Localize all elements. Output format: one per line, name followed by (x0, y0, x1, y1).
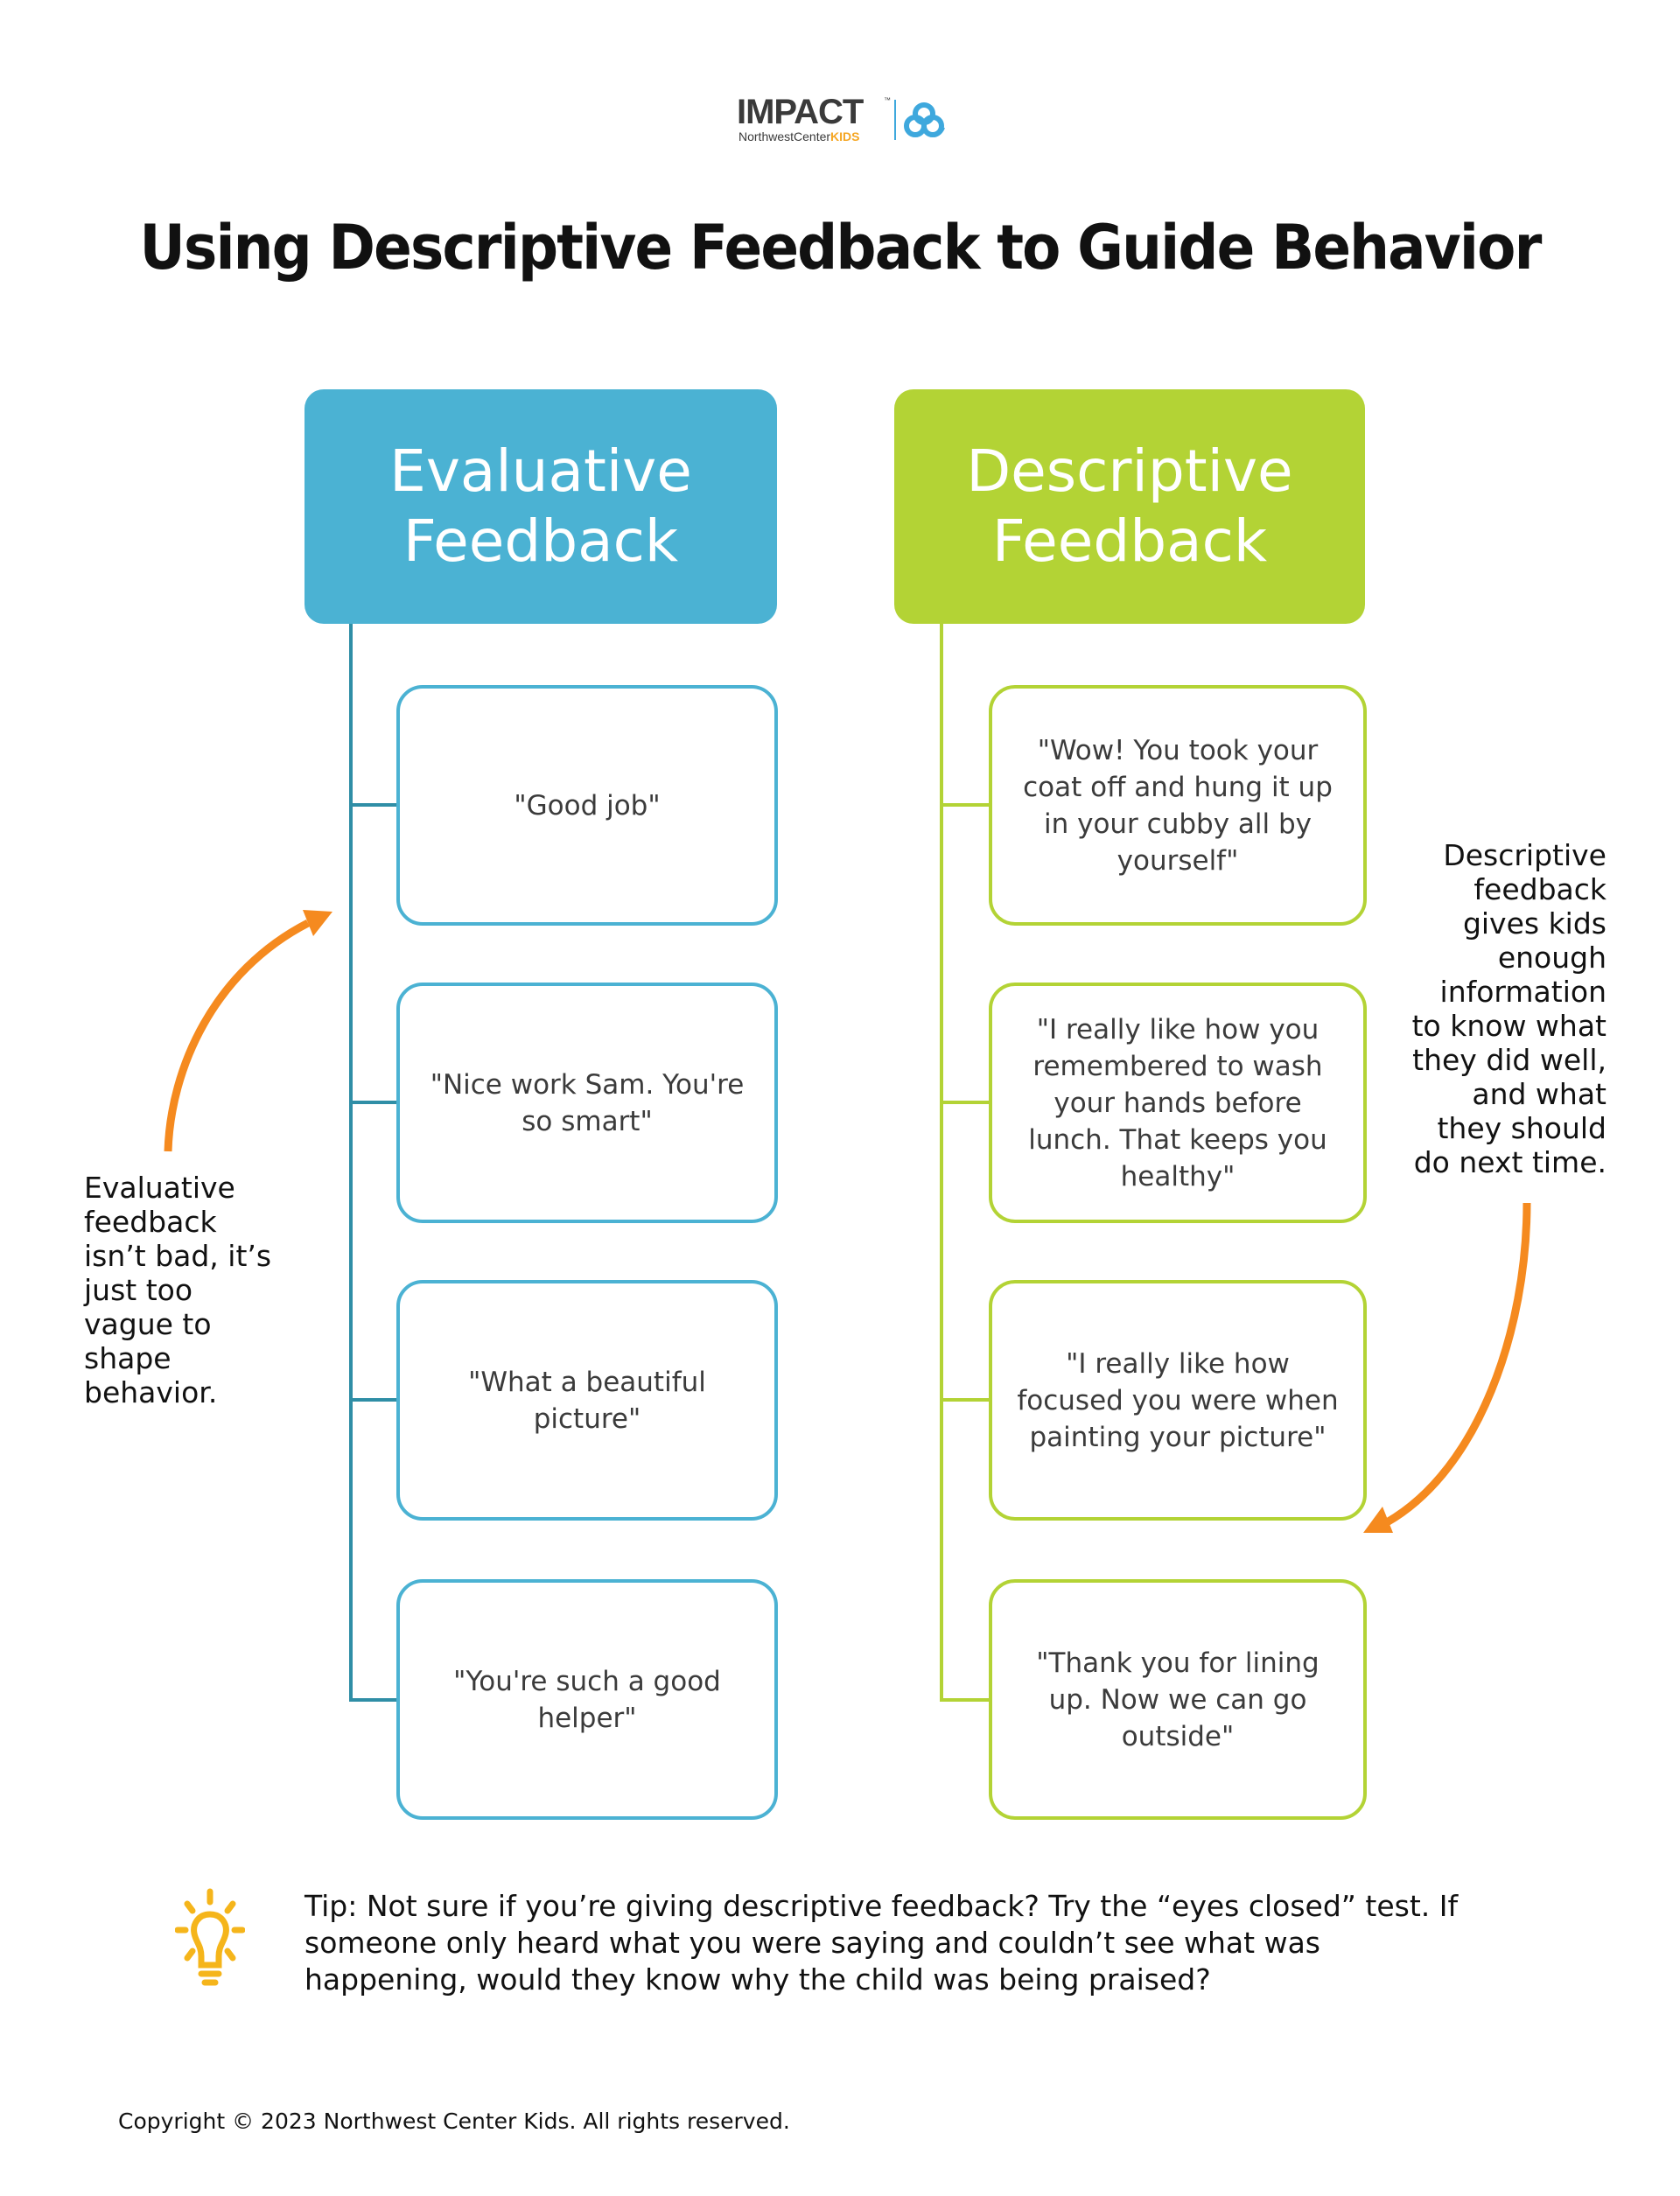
evaluative-example-card: "You're such a good helper" (396, 1579, 778, 1820)
logo-mark-icon (904, 102, 945, 137)
right-arrow-curve (1384, 1202, 1531, 1526)
evaluative-connector-tree (349, 624, 398, 1702)
left-arrow-head (303, 910, 332, 936)
evaluative-header-label: Evaluative Feedback (389, 437, 692, 575)
example-text: "I really like how you remembered to was… (1028, 1013, 1327, 1192)
example-text: "Wow! You took your coat off and hung it… (1023, 734, 1333, 877)
example-text: "You're such a good helper" (453, 1665, 721, 1734)
descriptive-header-label: Descriptive Feedback (966, 437, 1293, 575)
copyright-notice: Copyright © 2023 Northwest Center Kids. … (118, 2109, 790, 2134)
evaluative-example-card: "Nice work Sam. You're so smart" (396, 983, 778, 1223)
right-arrow-head (1363, 1507, 1393, 1533)
descriptive-connector-tree (940, 624, 990, 1702)
logo-org-name: NorthwestCenterKIDS (738, 129, 860, 143)
example-text: "Thank you for lining up. Now we can go … (1036, 1647, 1320, 1752)
tip-text: Tip: Not sure if you’re giving descripti… (304, 1889, 1459, 1997)
logo-trademark: ™ (884, 96, 891, 104)
descriptive-example-card: "I really like how focused you were when… (989, 1280, 1367, 1521)
example-text: "I really like how focused you were when… (1017, 1347, 1339, 1453)
logo-org-suffix: KIDS (830, 129, 860, 143)
descriptive-feedback-header: Descriptive Feedback (894, 389, 1365, 624)
left-arrow-curve (164, 919, 311, 1152)
logo-wordmark: IMPACT (737, 93, 864, 131)
impact-logo: IMPACT ™ NorthwestCenterKIDS (737, 94, 947, 147)
evaluative-example-card: "Good job" (396, 685, 778, 926)
example-text: "What a beautiful picture" (468, 1366, 706, 1435)
evaluative-feedback-header: Evaluative Feedback (304, 389, 777, 624)
lightbulb-icon (175, 1888, 245, 1986)
left-annotation-arrow (164, 910, 332, 1152)
logo-org-prefix: NorthwestCenter (738, 129, 831, 143)
example-text: "Good job" (514, 789, 661, 822)
example-text: "Nice work Sam. You're so smart" (430, 1068, 745, 1137)
descriptive-example-card: "Thank you for lining up. Now we can go … (989, 1579, 1367, 1820)
descriptive-example-card: "I really like how you remembered to was… (989, 983, 1367, 1223)
page-title: Using Descriptive Feedback to Guide Beha… (139, 212, 1542, 283)
descriptive-annotation: Descriptive feedback gives kids enough i… (1411, 838, 1606, 1179)
right-annotation-arrow (1363, 1202, 1531, 1533)
evaluative-example-card: "What a beautiful picture" (396, 1280, 778, 1521)
logo-divider (894, 100, 896, 140)
descriptive-example-card: "Wow! You took your coat off and hung it… (989, 685, 1367, 926)
evaluative-annotation: Evaluative feedback isn’t bad, it’s just… (84, 1171, 272, 1409)
